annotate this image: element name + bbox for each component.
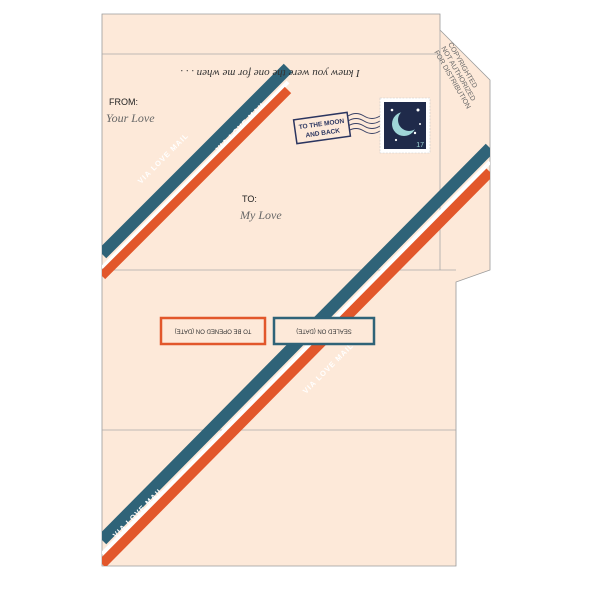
postage-stamp: 17 — [379, 97, 431, 154]
from-label: FROM: — [109, 97, 138, 107]
moon-and-stars-icon — [390, 108, 421, 142]
sealed-date-box: SEALED ON (DATE) — [272, 316, 376, 346]
sealed-date-label: SEALED ON (DATE) — [296, 327, 352, 333]
to-value: My Love — [239, 208, 282, 222]
upper-left-stripes — [102, 63, 293, 280]
postmark-badge: TO THE MOON AND BACK — [292, 111, 352, 145]
from-value: Your Love — [106, 111, 155, 125]
postmark-waves — [347, 113, 381, 134]
stamp-value: 17 — [416, 142, 424, 149]
postmark-line-2: AND BACK — [305, 128, 341, 140]
open-date-label: TO BE OPENED ON (DATE) — [175, 327, 252, 333]
flap-message: I knew you were the one for me when . . … — [180, 67, 361, 79]
to-label: TO: — [242, 194, 257, 204]
open-date-box: TO BE OPENED ON (DATE) — [159, 316, 267, 346]
